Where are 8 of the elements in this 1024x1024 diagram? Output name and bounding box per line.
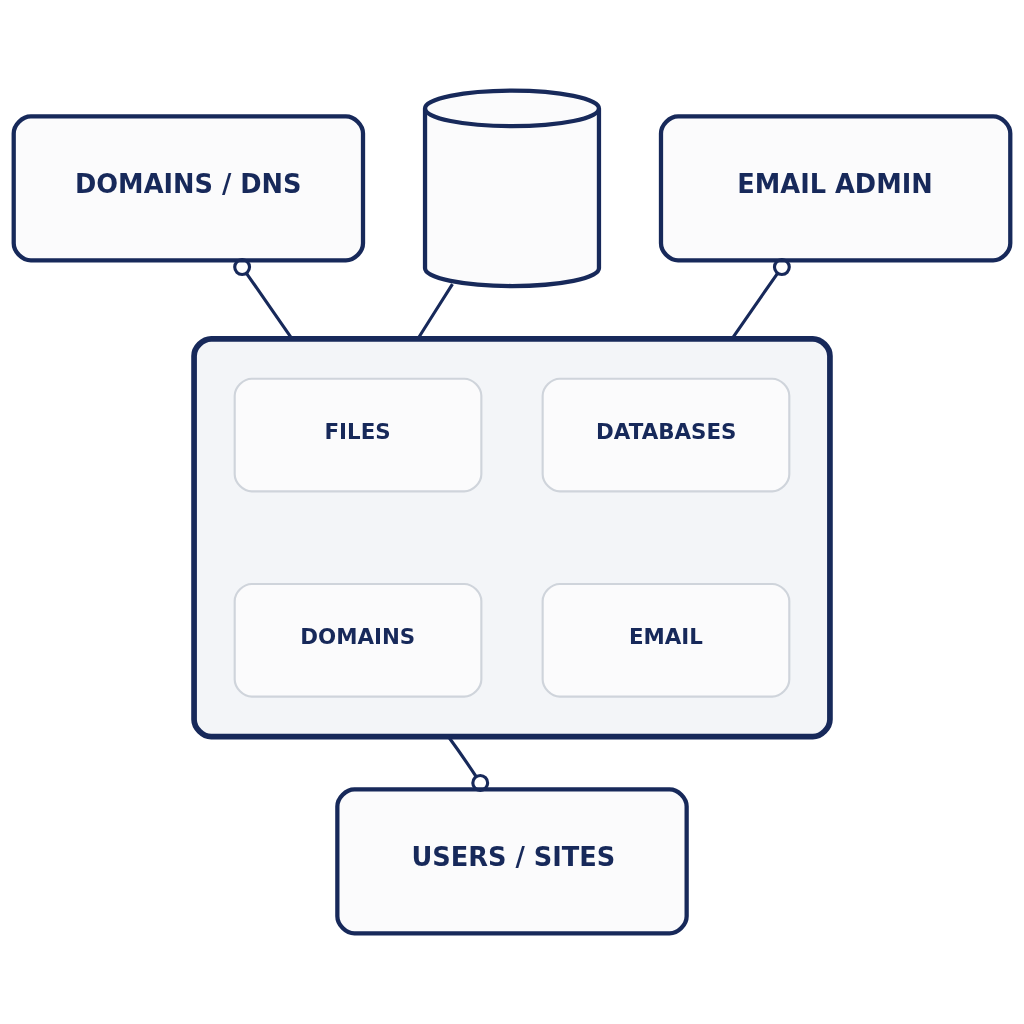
node-box: EMAIL ADMIN [658, 114, 1013, 263]
cluster [191, 335, 833, 740]
node-box: FILES [233, 377, 483, 493]
node-box: DOMAINS [233, 582, 483, 698]
node-box: DOMAINS / DNS [11, 114, 366, 263]
node-box: EMAIL [541, 582, 791, 698]
node-box: DATABASES [541, 377, 791, 493]
node-box: USERS / SITES [335, 787, 689, 936]
